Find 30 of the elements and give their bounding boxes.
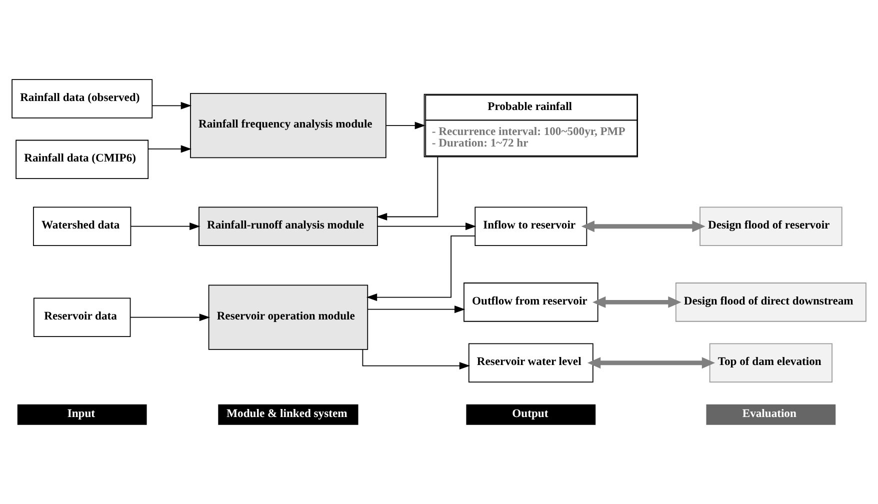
node-box: Rainfall-runoff analysis module xyxy=(198,206,378,246)
node-box: Module & linked system xyxy=(218,404,358,425)
arrow xyxy=(581,220,706,232)
node-box: Outflow from reservoir xyxy=(464,282,598,322)
arrow xyxy=(367,306,466,314)
node-box: Rainfall data (observed) xyxy=(12,79,153,118)
arrow xyxy=(130,222,200,230)
arrow xyxy=(587,357,716,369)
node-box: Reservoir data xyxy=(33,298,131,337)
node-box: Input xyxy=(17,404,147,425)
node-box: Inflow to reservoir xyxy=(474,206,588,246)
node-box: Design flood of direct downstream xyxy=(675,282,866,322)
node-box: Rainfall data (CMIP6) xyxy=(16,140,149,180)
node-box: Rainfall frequency analysis module xyxy=(190,92,386,158)
node-box: Watershed data xyxy=(33,206,132,246)
arrow xyxy=(592,296,682,308)
arrow xyxy=(148,145,192,153)
arrow xyxy=(376,156,438,220)
arrow xyxy=(366,236,476,302)
node-box: Evaluation xyxy=(706,404,836,425)
node-box: Design flood of reservoir xyxy=(700,206,842,246)
arrow xyxy=(130,314,210,322)
arrow xyxy=(152,102,192,110)
node-box: Output xyxy=(466,404,596,425)
node-box: Reservoir water level xyxy=(468,343,594,382)
arrow xyxy=(362,349,470,370)
node-box: Top of dam elevation xyxy=(709,343,832,382)
node-box: Reservoir operation module xyxy=(208,284,368,350)
arrow xyxy=(386,122,426,130)
arrow xyxy=(377,222,476,230)
